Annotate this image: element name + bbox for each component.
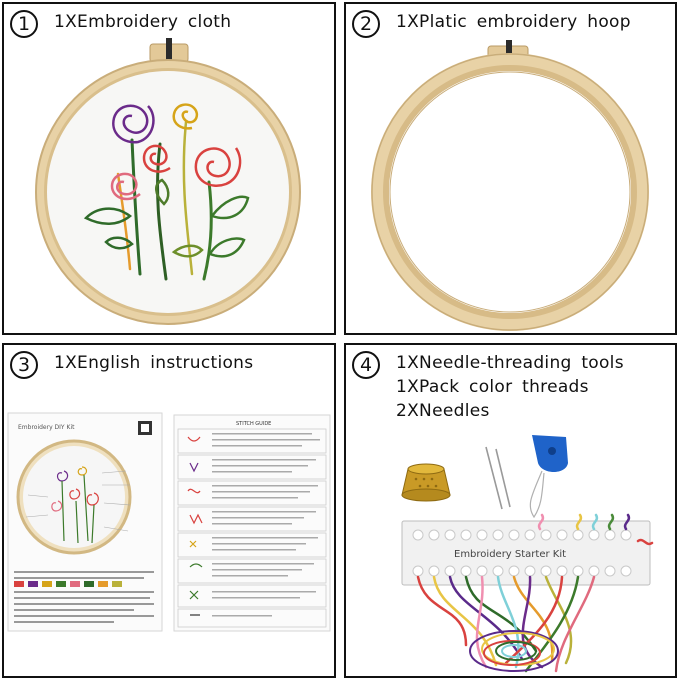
thread-skein-swirl <box>469 630 559 672</box>
caption-line-needles: 2XNeedles <box>396 401 490 421</box>
step-number-badge: 1 <box>10 10 38 38</box>
caption-line-threader: 1XNeedle-threading tools <box>396 353 624 373</box>
tools-and-threads-icon: Embroidery Starter Kit <box>401 435 654 673</box>
caption-line-threads: 1XPack color threads <box>396 377 589 397</box>
color-thread-bundle <box>416 575 596 673</box>
panel-plastic-hoop: 2 1XPlatic embroidery hoop <box>344 2 677 335</box>
panel-caption: 1XPlatic embroidery hoop <box>396 12 631 32</box>
panel-embroidery-cloth: 1 1XEmbroidery cloth <box>2 2 336 335</box>
step-number-badge: 3 <box>10 351 38 379</box>
needles-icon <box>485 446 511 510</box>
panel-tools-and-threads: 4 1XNeedle-threading tools 1XPack color … <box>344 343 677 678</box>
panel-instructions: 3 1XEnglish instructions Embroidery DIY … <box>2 343 336 678</box>
empty-embroidery-hoop-icon <box>371 40 649 331</box>
step-number-badge: 4 <box>352 351 380 379</box>
right-sheet-title: STITCH GUIDE <box>236 421 271 427</box>
panel-caption: 1XEmbroidery cloth <box>54 12 232 32</box>
embroidery-hoop-with-roses-icon <box>35 38 301 325</box>
left-sheet-title: Embroidery DIY Kit <box>18 424 75 431</box>
panel-caption: 1XNeedle-threading tools 1XPack color th… <box>396 351 624 423</box>
needle-threader-icon <box>529 435 568 519</box>
step-number-badge: 2 <box>352 10 380 38</box>
thread-card-label: Embroidery Starter Kit <box>454 549 566 560</box>
panel-caption: 1XEnglish instructions <box>54 353 254 373</box>
instruction-sheets-icon: Embroidery DIY Kit <box>7 412 331 632</box>
thread-organizer-card: Embroidery Starter Kit <box>401 513 654 586</box>
thimble-icon <box>401 463 451 502</box>
